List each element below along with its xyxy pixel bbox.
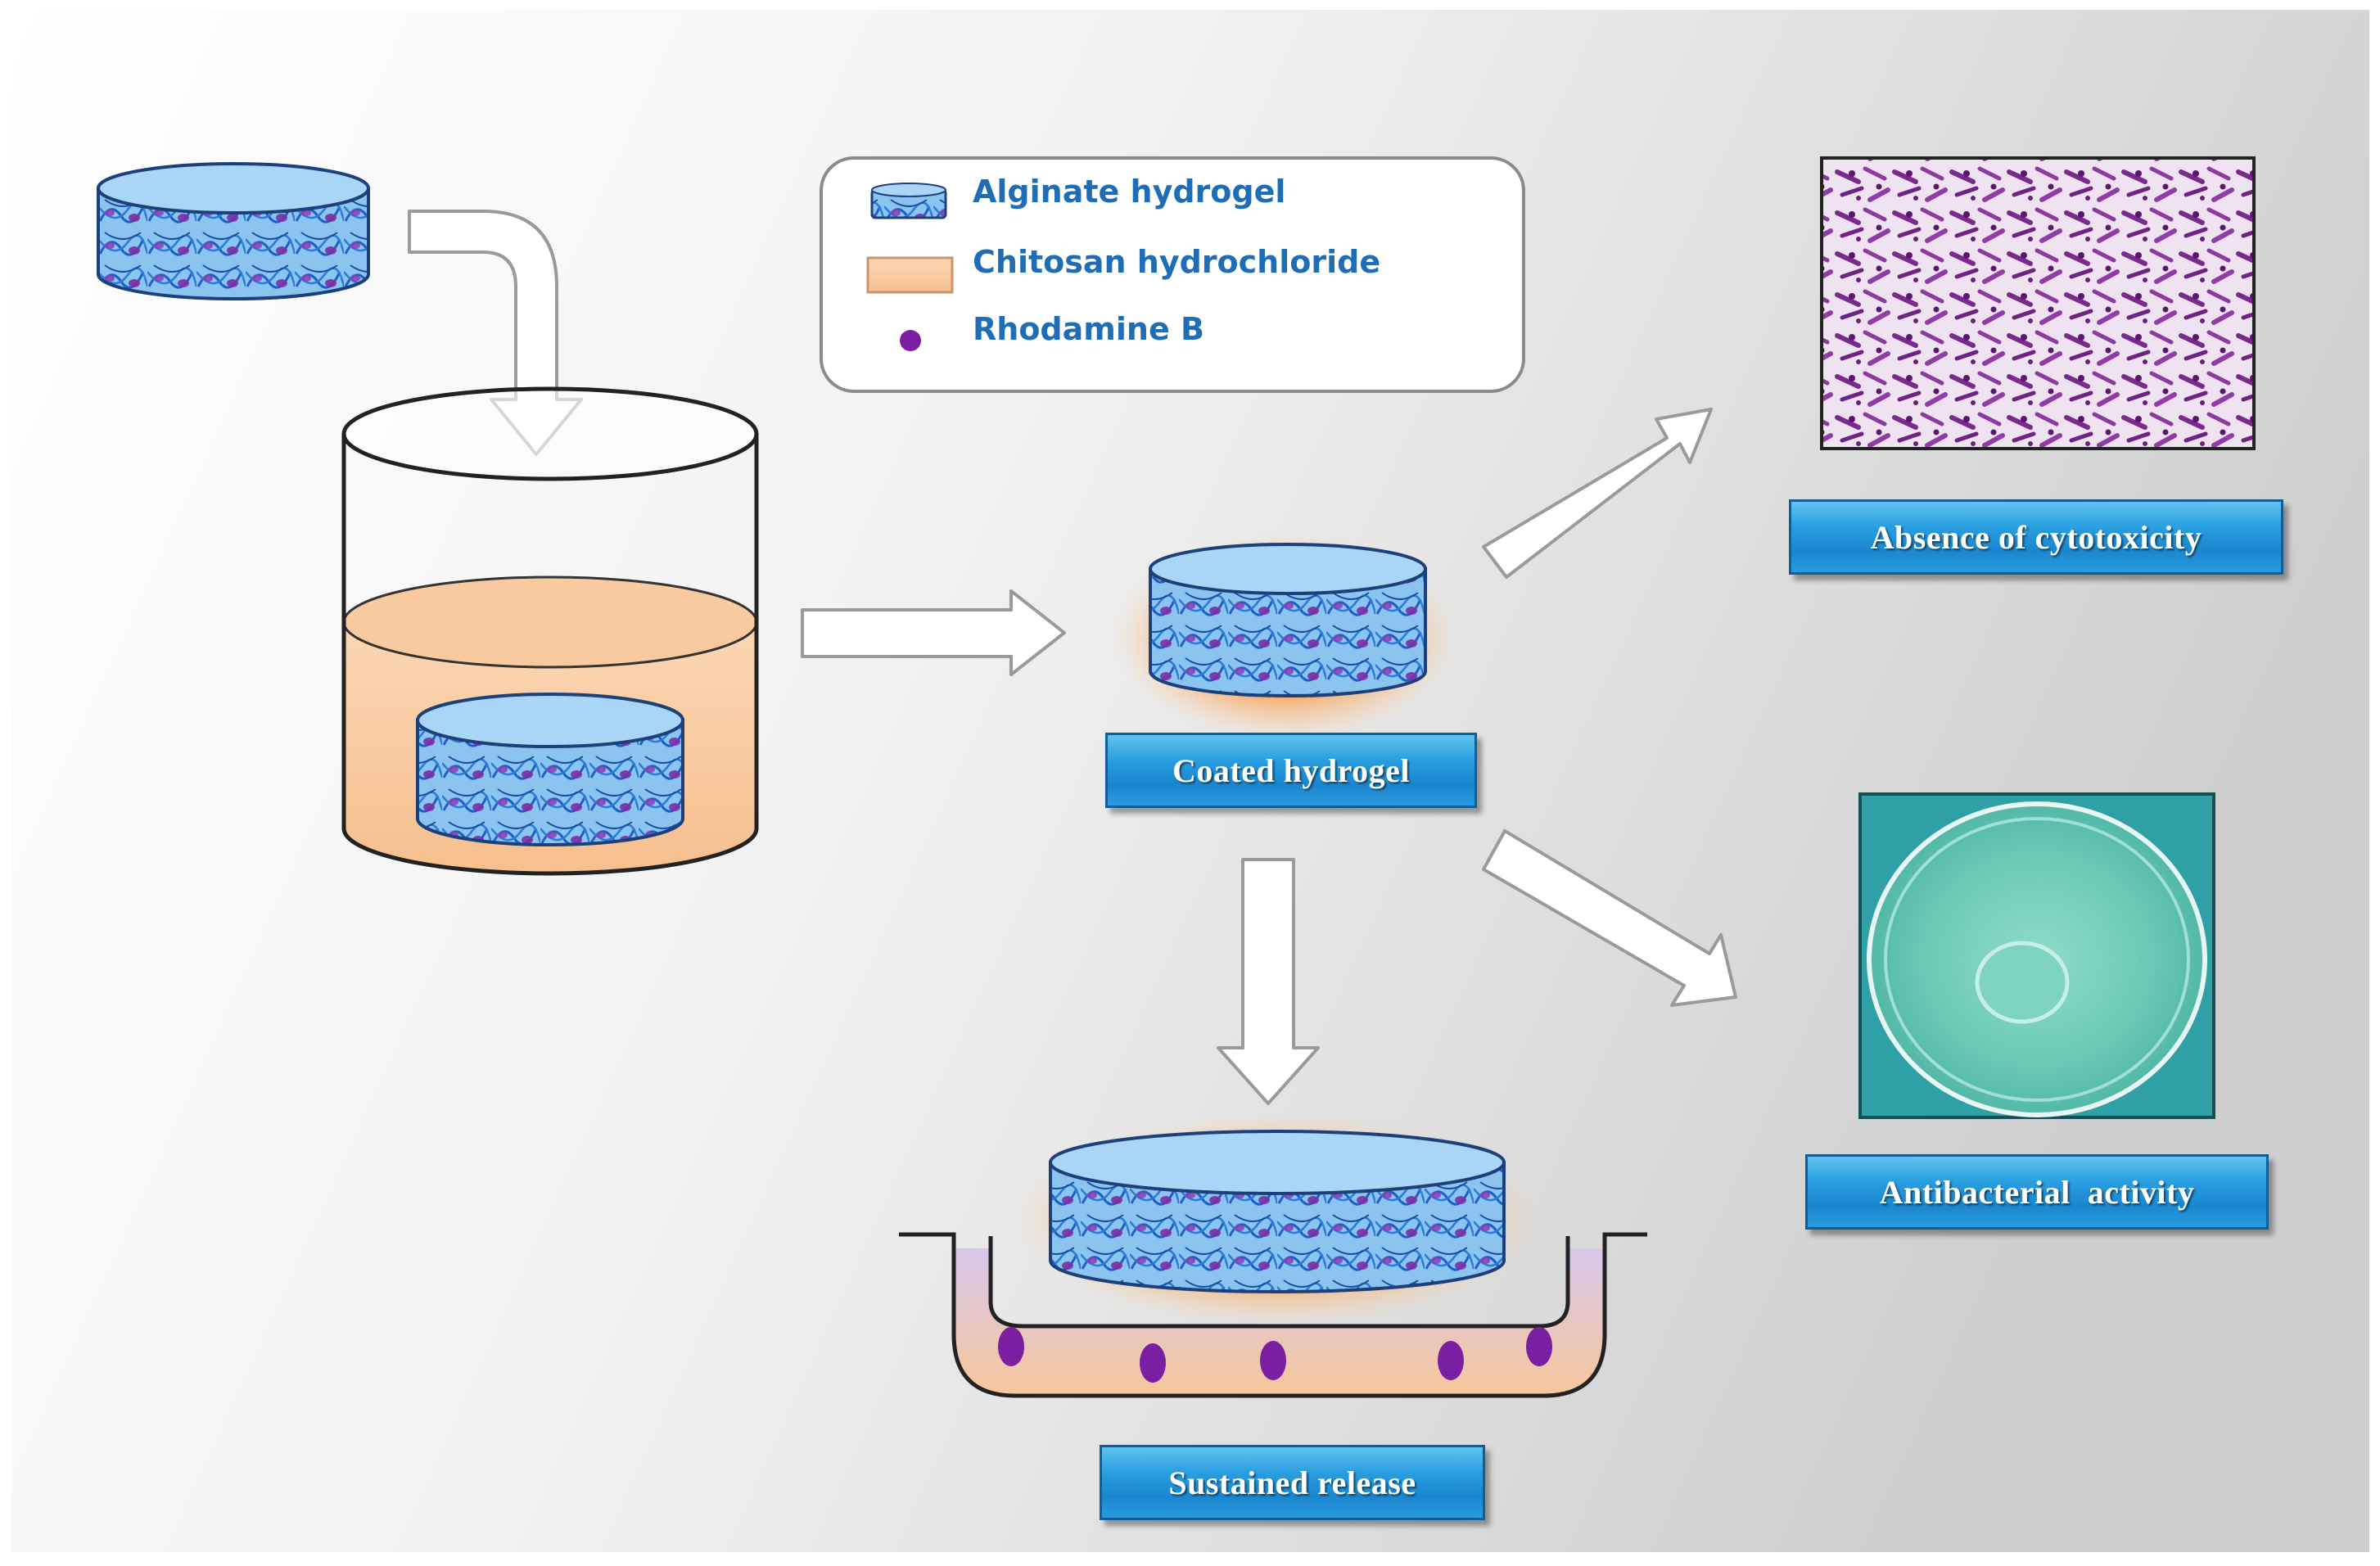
antibacterial-dish-image	[1858, 792, 2215, 1119]
legend-label-chitosan: Chitosan hydrochloride	[973, 244, 1381, 280]
alginate-hydrogel-icon	[870, 183, 947, 219]
right-arrow	[801, 589, 1066, 676]
legend-box	[820, 156, 1525, 393]
antibacterial-label: Antibacterial activity	[1805, 1154, 2269, 1230]
release-well	[899, 1113, 1647, 1398]
cytotoxicity-label: Absence of cytotoxicity	[1789, 499, 2283, 575]
cytotoxicity-image	[1820, 156, 2256, 450]
arrow-to-cytotoxicity	[1482, 408, 1713, 579]
chitosan-swatch-icon	[866, 256, 954, 294]
rhodamine-dot-icon	[900, 330, 921, 351]
legend-label-alginate: Alginate hydrogel	[973, 174, 1286, 210]
coated-hydrogel-label: Coated hydrogel	[1105, 733, 1477, 808]
legend-label-rhodamine: Rhodamine B	[973, 311, 1204, 347]
sustained-release-label: Sustained release	[1100, 1445, 1485, 1520]
beaker	[341, 386, 759, 876]
coated-hydrogel-disc	[1113, 532, 1457, 741]
arrow-down	[1217, 858, 1320, 1105]
arrow-to-antibacterial	[1482, 829, 1737, 1007]
initial-hydrogel-disc	[97, 162, 370, 300]
